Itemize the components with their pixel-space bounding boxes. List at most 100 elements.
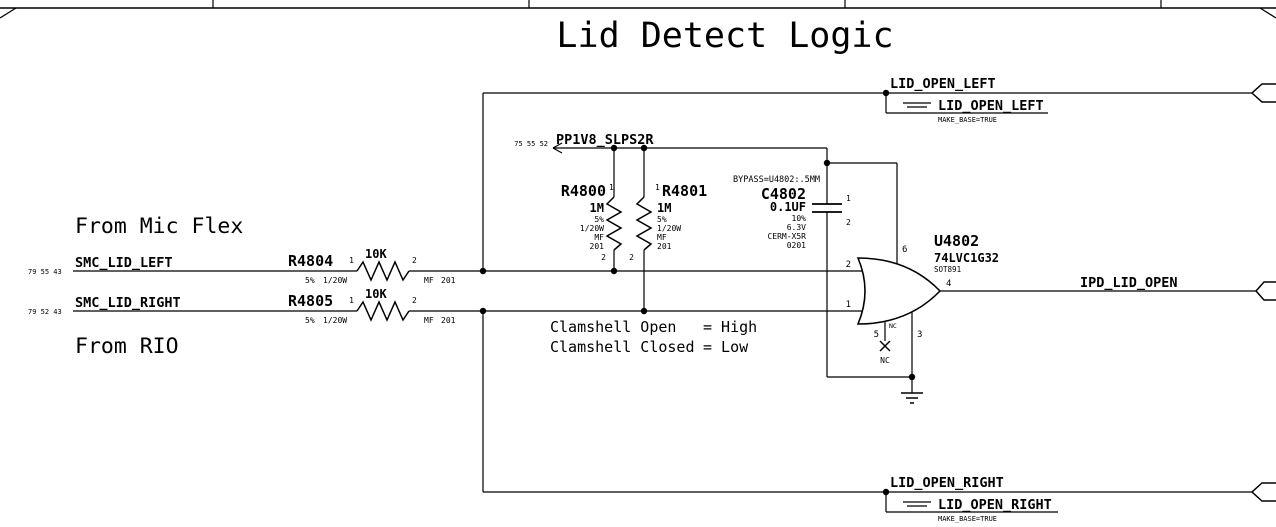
net-smc-lid-right: 79 52 43 SMC_LID_RIGHT xyxy=(28,295,866,316)
pin-number: 2 xyxy=(601,253,606,262)
value: 1M xyxy=(657,201,671,215)
net-attribute: MAKE_BASE=TRUE xyxy=(938,116,997,124)
note-clamshell-open: Clamshell Open xyxy=(550,318,676,336)
value: 10K xyxy=(365,247,387,261)
net-ipd-lid-open: IPD_LID_OPEN xyxy=(1080,275,1276,301)
part-number: 74LVC1G32 xyxy=(934,251,999,265)
pin-number: 3 xyxy=(917,330,922,340)
net-alias: LID_OPEN_RIGHT xyxy=(938,497,1052,513)
tolerance: 5% xyxy=(657,215,667,224)
net-smc-lid-left: 79 55 43 SMC_LID_LEFT xyxy=(28,255,866,276)
resistor-symbol xyxy=(635,196,653,251)
net-alias: LID_OPEN_LEFT xyxy=(938,98,1044,114)
dielectric: CERM-X5R xyxy=(767,232,806,241)
component-u4802: 2 1 4 6 5 3 NC NC U4802 74LVC1G32 SOT891 xyxy=(846,163,1256,404)
junction-dot xyxy=(640,144,648,152)
page-title: Lid Detect Logic xyxy=(556,16,893,56)
page-references: 79 55 43 xyxy=(28,268,62,276)
package: 201 xyxy=(441,316,456,325)
part-type: MF xyxy=(424,316,434,325)
junction-dot xyxy=(479,267,487,275)
power-rating: 1/20W xyxy=(580,224,604,233)
package: SOT891 xyxy=(934,265,961,274)
power-arrow-icon xyxy=(552,147,563,154)
refdes: C4802 xyxy=(761,185,806,203)
tolerance: 5% xyxy=(594,215,604,224)
bypass-note: BYPASS=U4802:.5MM xyxy=(733,175,820,185)
value: 0.1UF xyxy=(770,200,806,214)
offpage-connector-icon xyxy=(1250,482,1276,502)
pin-number: 1 xyxy=(655,183,660,192)
component-r4800: R4800 1 1M 5% 1/20W MF 201 2 xyxy=(561,182,623,275)
power-rating: 1/20W xyxy=(323,276,347,285)
net-pp1v8-slps2r: 75 55 52 PP1V8_SLPS2R xyxy=(514,132,897,204)
pin-number: 1 xyxy=(349,256,354,265)
junction-dot xyxy=(479,307,487,315)
value: 1M xyxy=(590,201,604,215)
power-rating: 1/20W xyxy=(657,224,681,233)
note-clamshell-closed: Clamshell Closed xyxy=(550,338,695,356)
sheet-corner-left xyxy=(0,7,17,19)
nc-pin-text: NC xyxy=(889,322,897,330)
pin-number: 2 xyxy=(846,260,851,270)
refdes: R4804 xyxy=(288,252,333,270)
junction-dot xyxy=(610,144,618,152)
annotations: From Mic Flex From RIO Clamshell Open = … xyxy=(75,214,757,359)
value: 10K xyxy=(365,287,387,301)
part-type: MF xyxy=(594,233,604,242)
or-gate-symbol xyxy=(856,257,942,325)
voltage-rating: 6.3V xyxy=(787,223,806,232)
component-r4801: 1 R4801 1M 5% 1/20W MF 201 2 xyxy=(629,182,707,315)
pin-number: 2 xyxy=(846,218,851,227)
net-name: PP1V8_SLPS2R xyxy=(556,132,654,148)
nc-flag-text: NC xyxy=(880,356,890,365)
net-name: SMC_LID_LEFT xyxy=(75,255,173,271)
resistor-symbol xyxy=(356,260,410,282)
component-r4804: R4804 1 10K 2 5% 1/20W MF 201 xyxy=(288,247,456,285)
note-clamshell-open-value: = High xyxy=(703,318,757,336)
refdes: U4802 xyxy=(934,232,979,250)
sheet-frame xyxy=(0,0,1276,19)
net-attribute: MAKE_BASE=TRUE xyxy=(938,515,997,523)
package: 0201 xyxy=(787,241,806,250)
net-lid-open-right: LID_OPEN_RIGHT LID_OPEN_RIGHT MAKE_BASE=… xyxy=(482,311,1276,523)
pin-number: 1 xyxy=(846,300,851,310)
tolerance: 10% xyxy=(792,214,807,223)
note-from-mic-flex: From Mic Flex xyxy=(75,214,243,239)
part-type: MF xyxy=(657,233,667,242)
net-name: LID_OPEN_RIGHT xyxy=(890,475,1004,491)
page-references: 75 55 52 xyxy=(514,140,548,148)
pin-number: 2 xyxy=(412,256,417,265)
refdes: R4801 xyxy=(662,182,707,200)
power-rating: 1/20W xyxy=(323,316,347,325)
pin-number: 5 xyxy=(874,330,879,340)
net-lid-open-left: LID_OPEN_LEFT LID_OPEN_LEFT MAKE_BASE=TR… xyxy=(482,76,1276,271)
sheet-corner-right xyxy=(1259,7,1276,19)
pin-number: 1 xyxy=(349,296,354,305)
component-c4802: BYPASS=U4802:.5MM C4802 0.1UF 10% 6.3V C… xyxy=(733,175,912,378)
component-r4805: R4805 1 10K 2 5% 1/20W MF 201 xyxy=(288,287,456,325)
resistor-symbol xyxy=(356,300,410,322)
pin-number: 1 xyxy=(609,183,614,192)
pin-number: 4 xyxy=(946,279,951,289)
pin-number: 2 xyxy=(629,253,634,262)
net-name: SMC_LID_RIGHT xyxy=(75,295,181,311)
page-references: 79 52 43 xyxy=(28,308,62,316)
net-name: IPD_LID_OPEN xyxy=(1080,275,1178,291)
note-from-rio: From RIO xyxy=(75,334,179,359)
resistor-symbol xyxy=(605,196,623,251)
pin-number: 1 xyxy=(846,194,851,203)
offpage-connector-icon xyxy=(1250,83,1276,103)
net-name: LID_OPEN_LEFT xyxy=(890,76,996,92)
no-connect-x-icon xyxy=(879,340,891,352)
tolerance: 5% xyxy=(305,316,315,325)
refdes: R4800 xyxy=(561,182,606,200)
package: 201 xyxy=(441,276,456,285)
refdes: R4805 xyxy=(288,292,333,310)
pin-number: 6 xyxy=(902,245,907,255)
tolerance: 5% xyxy=(305,276,315,285)
package: 201 xyxy=(590,242,605,251)
offpage-connector-icon xyxy=(1254,281,1276,301)
